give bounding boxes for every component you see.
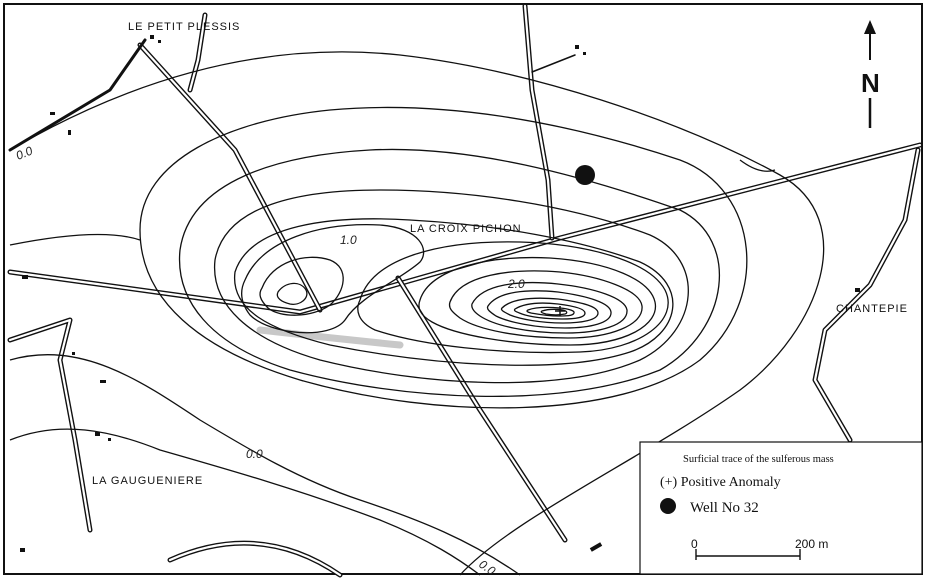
road-top-left (187, 12, 208, 93)
contour-label-0-sw: 0.0 (246, 447, 263, 461)
sulferous-mass-trace (256, 326, 404, 349)
place-le-petit-plessis: LE PETIT PLESSIS (128, 21, 240, 33)
legend-title: Surficial trace of the sulferous mass (683, 454, 834, 465)
north-arrow-icon (864, 20, 876, 34)
scale-end: 200 m (795, 537, 828, 551)
legend-box (639, 441, 923, 575)
road-main-east-west (7, 142, 923, 315)
place-la-croix-pichon: LA CROIX PICHON (410, 223, 522, 235)
road-south-diagonal (395, 275, 568, 543)
positive-anomaly-marker (555, 306, 565, 316)
roads (7, 3, 923, 578)
north-label: N (861, 68, 880, 98)
legend: Surficial trace of the sulferous mass (+… (639, 441, 923, 575)
contour-label-0-nw: 0.0 (14, 143, 35, 162)
well-marker (575, 165, 595, 185)
legend-well: Well No 32 (690, 500, 759, 516)
road-chantepie (812, 147, 921, 443)
place-chantepie: CHANTEPIE (836, 303, 908, 315)
contour-label-2: 2.0 (507, 277, 525, 291)
contour-label-1: 1.0 (340, 233, 357, 247)
road-spur-north (531, 54, 576, 73)
legend-well-icon (660, 498, 676, 514)
legend-positive-anomaly: (+) Positive Anomaly (660, 475, 781, 490)
place-la-gaugueniere: LA GAUGUENIERE (92, 475, 203, 487)
building-symbols (20, 35, 860, 552)
road-diagonal-north (137, 42, 323, 313)
road-west-branch (7, 317, 93, 533)
north-arrow: N (861, 20, 880, 128)
road-north-south-croix (522, 3, 555, 241)
road-bottom-curve (167, 540, 343, 578)
scale-bar (695, 549, 801, 560)
scale-start: 0 (691, 537, 698, 551)
